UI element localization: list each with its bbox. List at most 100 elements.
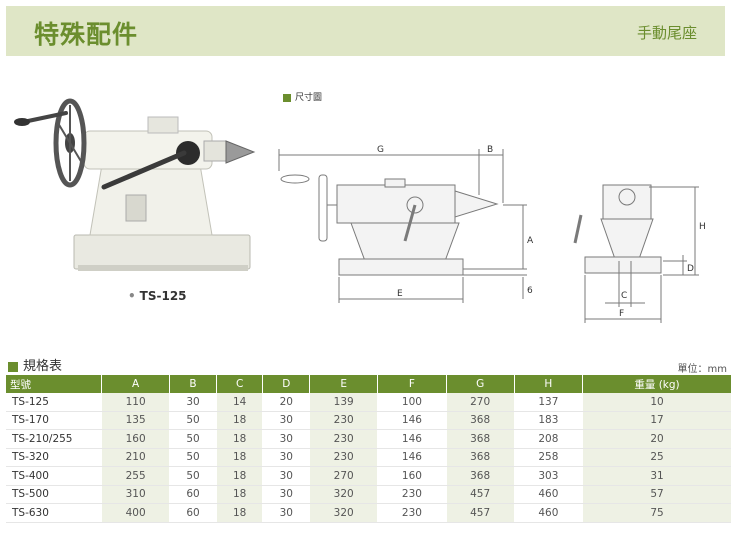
table-cell: 230 (377, 503, 447, 523)
label-a: A (527, 236, 534, 246)
table-cell: 160 (377, 466, 447, 486)
table-cell: 270 (445, 393, 515, 412)
table-cell: 460 (513, 485, 583, 504)
table-cell: 270 (309, 466, 378, 486)
square-bullet-icon (8, 361, 18, 372)
table-cell: 320 (309, 485, 378, 504)
label-h: H (699, 222, 706, 232)
label-six: 6 (527, 286, 533, 296)
col-weight: 重量 (kg) (582, 375, 731, 393)
spec-section-label-text: 規格表 (23, 359, 63, 374)
table-cell: 457 (445, 503, 515, 523)
table-cell: 18 (215, 429, 263, 449)
table-cell: TS-500 (6, 485, 102, 504)
table-cell: 368 (445, 466, 515, 486)
label-b: B (487, 145, 493, 155)
table-cell: 110 (100, 393, 170, 412)
table-cell: TS-210/255 (6, 429, 102, 449)
table-cell: 20 (262, 393, 310, 412)
front-view (573, 184, 699, 323)
square-bullet-icon (283, 93, 291, 102)
table-cell: 50 (169, 429, 217, 449)
table-cell: 18 (215, 485, 263, 504)
col-f: F (377, 375, 447, 393)
col-g: G (445, 375, 515, 393)
table-cell: 50 (169, 466, 217, 486)
table-cell: 100 (377, 393, 447, 412)
table-cell: 368 (445, 411, 515, 430)
label-f: F (619, 309, 624, 319)
table-cell: 31 (582, 466, 731, 486)
page-subtitle: 手動尾座 (636, 24, 697, 42)
table-cell: TS-320 (6, 448, 102, 467)
product-photo (8, 95, 256, 280)
dimension-drawing: G B A 6 E H D C F (278, 145, 706, 323)
table-cell: 303 (513, 466, 583, 486)
spec-section-label: 規格表 (8, 355, 62, 374)
label-g: G (377, 145, 384, 155)
photo-caption: •TS-125 (128, 289, 187, 303)
table-cell: 50 (169, 411, 217, 430)
table-cell: 30 (169, 393, 217, 412)
photo-caption-text: TS-125 (139, 289, 187, 303)
table-cell: 160 (100, 429, 170, 449)
table-cell: 14 (215, 393, 263, 412)
table-cell: 30 (262, 448, 310, 467)
page-title: 特殊配件 (34, 20, 139, 49)
label-c: C (621, 291, 627, 301)
label-e: E (397, 289, 403, 299)
page-header: 特殊配件 手動尾座 (6, 6, 725, 56)
table-cell: 139 (309, 393, 378, 412)
table-cell: 135 (100, 411, 170, 430)
col-e: E (309, 375, 378, 393)
table-cell: 60 (169, 485, 217, 504)
table-cell: 18 (215, 466, 263, 486)
table-cell: 57 (582, 485, 731, 504)
table-cell: 310 (100, 485, 170, 504)
table-cell: 255 (100, 466, 170, 486)
table-cell: 50 (169, 448, 217, 467)
spec-table-header: 型號 A B C D E F G H 重量 (kg) (6, 375, 731, 393)
table-cell: 460 (513, 503, 583, 523)
col-h: H (513, 375, 583, 393)
table-cell: 20 (582, 429, 731, 449)
table-cell: TS-125 (6, 393, 102, 412)
drawing-section-label-text: 尺寸圖 (295, 93, 323, 103)
table-cell: 183 (513, 411, 583, 430)
table-cell: 230 (377, 485, 447, 504)
table-cell: 146 (377, 448, 447, 467)
table-cell: 208 (513, 429, 583, 449)
table-cell: 30 (262, 429, 310, 449)
table-cell: 60 (169, 503, 217, 523)
table-cell: 18 (215, 448, 263, 467)
table-cell: 75 (582, 503, 731, 523)
table-cell: 137 (513, 393, 583, 412)
table-cell: 457 (445, 485, 515, 504)
table-cell: 400 (100, 503, 170, 523)
table-cell: 146 (377, 411, 447, 430)
bullet-icon: • (128, 289, 136, 303)
unit-note: 單位：mm (677, 364, 727, 375)
table-cell: 18 (215, 411, 263, 430)
col-b: B (169, 375, 217, 393)
side-view (278, 149, 527, 303)
table-cell: 30 (262, 503, 310, 523)
table-cell: 320 (309, 503, 378, 523)
col-model: 型號 (6, 375, 102, 393)
table-cell: 30 (262, 485, 310, 504)
table-cell: 368 (445, 429, 515, 449)
table-cell: 30 (262, 466, 310, 486)
table-cell: 30 (262, 411, 310, 430)
table-cell: 25 (582, 448, 731, 467)
table-cell: 258 (513, 448, 583, 467)
table-cell: TS-400 (6, 466, 102, 486)
table-cell: 210 (100, 448, 170, 467)
